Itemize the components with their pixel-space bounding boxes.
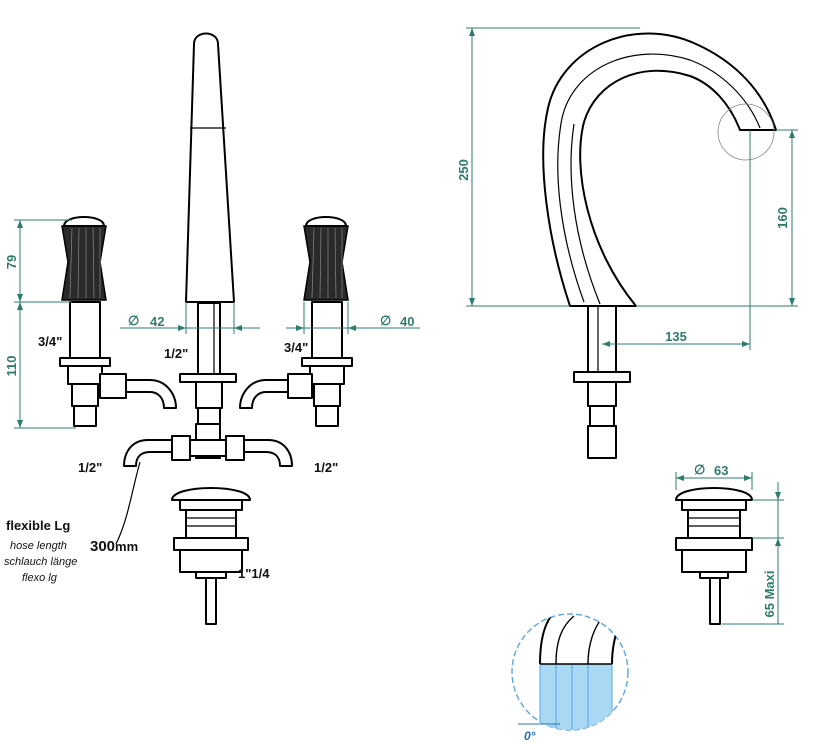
front-drain bbox=[171, 487, 251, 625]
left-handle bbox=[59, 216, 177, 427]
detail-view: 0° bbox=[511, 613, 629, 743]
hose-leader bbox=[115, 461, 141, 545]
hose-length-unit: mm bbox=[115, 539, 138, 554]
front-spout bbox=[179, 32, 237, 459]
diameter-symbol-right: ∅ bbox=[380, 313, 391, 328]
diameter-symbol-drain: ∅ bbox=[694, 462, 705, 477]
thread-spout-shank: 1/2" bbox=[164, 346, 188, 361]
dim-handle-diameter: 40 bbox=[400, 314, 414, 329]
detail-angle: 0° bbox=[524, 729, 536, 743]
dim-body-height: 110 bbox=[4, 356, 19, 377]
hose-line-fr: flexo lg bbox=[22, 572, 58, 584]
dim-spout-height: 250 bbox=[456, 159, 471, 181]
dim-outlet-height: 160 bbox=[775, 207, 790, 229]
dim-handle-height: 79 bbox=[4, 255, 19, 269]
thread-right-valve: 3/4" bbox=[284, 340, 308, 355]
dim-drain-diameter: 63 bbox=[714, 463, 728, 478]
side-spout bbox=[542, 32, 777, 459]
dim-drain-depth: 65 Maxi bbox=[762, 571, 777, 618]
hose-title: flexible Lg bbox=[6, 518, 70, 533]
dim-spout-reach: 135 bbox=[665, 329, 687, 344]
dimension-arrows bbox=[17, 28, 795, 546]
detail-marker-circle bbox=[717, 103, 775, 161]
dim-spout-diameter: 42 bbox=[150, 314, 164, 329]
hose-line-de: schlauch länge bbox=[4, 556, 77, 568]
thread-right-outlet: 1/2" bbox=[314, 460, 338, 475]
thread-left-outlet: 1/2" bbox=[78, 460, 102, 475]
hose-length-value: 300 bbox=[90, 538, 115, 555]
tee-connector bbox=[123, 435, 293, 467]
side-drain bbox=[675, 487, 753, 625]
diameter-symbol-left: ∅ bbox=[128, 313, 139, 328]
hose-line-en: hose length bbox=[10, 540, 67, 552]
right-handle bbox=[239, 216, 353, 427]
thread-drain: 1"1/4 bbox=[238, 566, 270, 581]
thread-left-valve: 3/4" bbox=[38, 334, 62, 349]
hose-length: 300mm bbox=[90, 538, 138, 555]
